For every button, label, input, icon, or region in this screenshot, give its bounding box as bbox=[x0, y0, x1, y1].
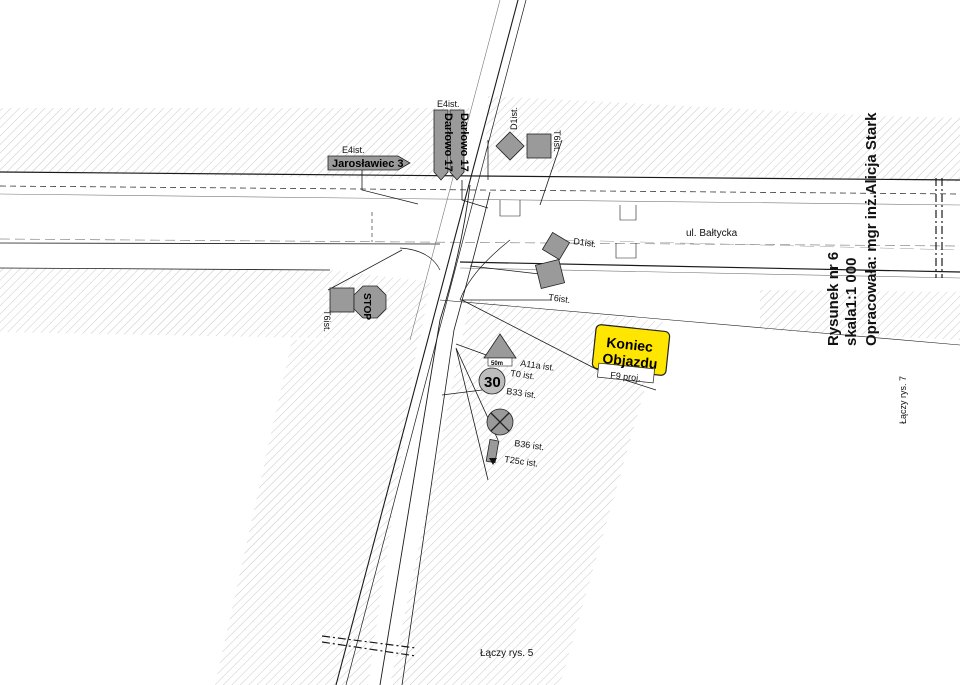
t6-sign-top bbox=[526, 133, 552, 159]
e4-darlowo-text-2: Darłowo 17 bbox=[458, 113, 470, 172]
a11a-plate bbox=[487, 357, 513, 367]
connection-right: Łączy rys. 7 bbox=[898, 376, 908, 424]
land-areas bbox=[0, 96, 960, 685]
t6-left-code: T6ist. bbox=[322, 310, 332, 332]
land-left-mid bbox=[0, 268, 430, 340]
a11a-code: A11a ist. bbox=[520, 358, 555, 373]
e4-jaroslawiec-text: Jarosławiec 3 bbox=[332, 158, 404, 170]
e4-darlowo-sign-1 bbox=[433, 109, 449, 181]
signs bbox=[327, 109, 671, 465]
t6-sign-left bbox=[329, 287, 355, 313]
a11a-plate-text: 50m bbox=[491, 361, 503, 367]
t0-code: T0 ist. bbox=[510, 368, 536, 381]
t6-top-code: T6ist. bbox=[552, 130, 562, 152]
drawing-scale: skala1:1 000 bbox=[843, 258, 860, 346]
b36-code: B36 ist. bbox=[514, 438, 545, 452]
e4-top-code: E4ist. bbox=[437, 99, 460, 109]
land-right-strip bbox=[760, 290, 960, 340]
f9-code-box bbox=[597, 362, 655, 384]
e4-darlowo-text-1: Darłowo 17 bbox=[442, 113, 454, 172]
t6-right-code: T6ist. bbox=[548, 292, 571, 305]
e4-darlowo-sign-2 bbox=[449, 109, 465, 181]
b33-speed-sign bbox=[478, 367, 506, 395]
street-name: ul. Bałtycka bbox=[686, 228, 738, 239]
d1-sign-right bbox=[541, 231, 571, 261]
f9-code-text: F9 proj. bbox=[610, 370, 641, 383]
t6-sign-right bbox=[534, 258, 566, 290]
f9-line1-text: Koniec bbox=[606, 334, 654, 355]
d1-top-code: D1ist. bbox=[509, 107, 519, 130]
e4-jaroslawiec-sign bbox=[327, 155, 411, 171]
d1-sign-top bbox=[495, 131, 525, 161]
t25c-code: T25c ist. bbox=[504, 454, 539, 469]
b33-code: B33 ist. bbox=[506, 386, 537, 400]
drawing-author: Opracowała: mgr inż.Alicja Stark bbox=[863, 112, 880, 346]
land-bottom-right bbox=[390, 300, 664, 685]
e4-left-code: E4ist. bbox=[342, 145, 365, 155]
drawing-number: Rysunek nr 6 bbox=[825, 252, 842, 346]
land-bottom-left bbox=[215, 338, 418, 685]
connection-bottom: Łączy rys. 5 bbox=[480, 648, 534, 659]
d1-right-code: D1ist. bbox=[573, 236, 597, 249]
f9-line2-text: Objazdu bbox=[602, 350, 659, 372]
b36-cross-b bbox=[490, 412, 510, 432]
stop-sign bbox=[353, 285, 387, 319]
t25c-arrow-plate bbox=[485, 439, 500, 464]
land-top-right bbox=[484, 96, 960, 182]
t25c-arrow-icon bbox=[489, 458, 497, 465]
stop-sign-text: STOP bbox=[361, 293, 372, 320]
b33-value-text: 30 bbox=[484, 374, 501, 391]
